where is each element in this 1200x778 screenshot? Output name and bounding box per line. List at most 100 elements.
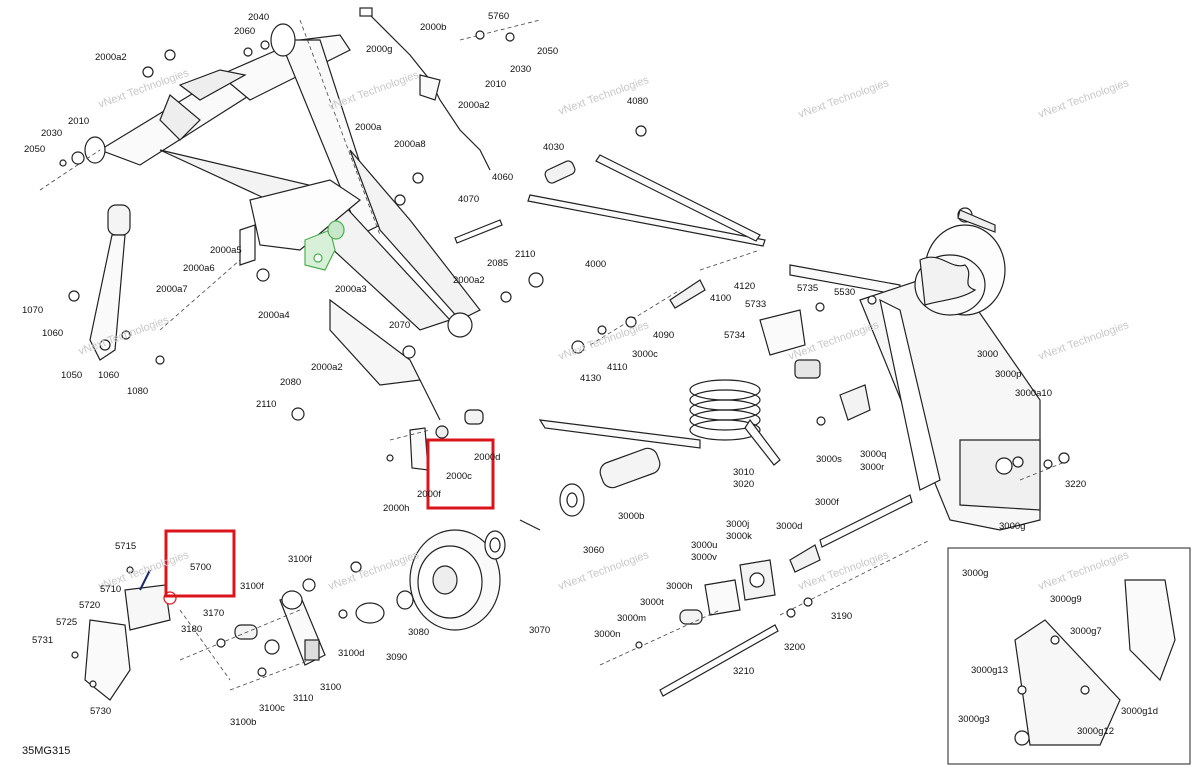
- part-label-1050: 1050: [61, 370, 82, 381]
- part-label-3000v: 3000v: [691, 552, 717, 563]
- part-label-2000a8: 2000a8: [394, 139, 426, 150]
- part-label-5735: 5735: [797, 283, 818, 294]
- part-label-2070: 2070: [389, 320, 410, 331]
- part-label-3000g1d: 3000g1d: [1121, 706, 1158, 717]
- highlight-box-2000c: [426, 438, 495, 510]
- sensor-2000c: [409, 379, 484, 471]
- highlight-box-5700: [164, 529, 236, 598]
- part-label-2000f: 2000f: [417, 489, 441, 500]
- watermark: vNext Technologies: [1037, 319, 1131, 363]
- part-label-3000: 3000: [977, 349, 998, 360]
- part-label-2050: 2050: [537, 46, 558, 57]
- part-label-4120: 4120: [734, 281, 755, 292]
- part-label-2000d: 2000d: [474, 452, 500, 463]
- watermark: vNext Technologies: [327, 549, 421, 593]
- part-label-5720: 5720: [79, 600, 100, 611]
- part-label-4090: 4090: [653, 330, 674, 341]
- part-label-2110: 2110: [515, 249, 535, 260]
- part-label-3000k: 3000k: [726, 531, 752, 542]
- part-label-3000g7: 3000g7: [1070, 626, 1102, 637]
- bracket-5700: [84, 569, 177, 701]
- part-label-3010: 3010: [733, 467, 754, 478]
- part-label-3100d: 3100d: [338, 648, 364, 659]
- part-label-2000a2: 2000a2: [458, 100, 490, 111]
- part-label-5530: 5530: [834, 287, 855, 298]
- part-label-2080: 2080: [280, 377, 301, 388]
- part-label-2050: 2050: [24, 144, 45, 155]
- part-label-5730: 5730: [90, 706, 111, 717]
- part-label-3000m: 3000m: [617, 613, 646, 624]
- part-label-2000b: 2000b: [420, 22, 446, 33]
- part-label-1070: 1070: [22, 305, 43, 316]
- a-frame-arm: [84, 23, 481, 386]
- watermark: vNext Technologies: [797, 77, 891, 121]
- tube-part-3000b: [559, 447, 661, 517]
- part-label-3180: 3180: [181, 624, 202, 635]
- part-label-4070: 4070: [458, 194, 479, 205]
- lower-arm-3100: [234, 590, 414, 666]
- watermark: vNext Technologies: [1037, 77, 1131, 121]
- part-label-3070: 3070: [529, 625, 550, 636]
- part-label-2040: 2040: [248, 12, 269, 23]
- part-label-5725: 5725: [56, 617, 77, 628]
- part-label-2000a6: 2000a6: [183, 263, 215, 274]
- part-label-1060: 1060: [98, 370, 119, 381]
- part-label-3000g9: 3000g9: [1050, 594, 1082, 605]
- part-label-3220: 3220: [1065, 479, 1086, 490]
- part-label-3080: 3080: [408, 627, 429, 638]
- part-label-3110: 3110: [293, 693, 313, 704]
- part-label-5734: 5734: [724, 330, 745, 341]
- green-bracket-part: [304, 220, 345, 271]
- part-label-3100f: 3100f: [288, 554, 312, 565]
- part-label-3190: 3190: [831, 611, 852, 622]
- part-label-4000: 4000: [585, 259, 606, 270]
- part-label-5715: 5715: [115, 541, 136, 552]
- diagram-code: 35MG315: [22, 745, 70, 757]
- part-label-3000t: 3000t: [640, 597, 664, 608]
- part-label-3100f: 3100f: [240, 581, 264, 592]
- part-label-3170: 3170: [203, 608, 224, 619]
- part-label-2085: 2085: [487, 258, 508, 269]
- part-label-1080: 1080: [127, 386, 148, 397]
- part-label-3000q: 3000q: [860, 449, 886, 460]
- part-label-2030: 2030: [510, 64, 531, 75]
- part-label-2000h: 2000h: [383, 503, 409, 514]
- part-label-3000r: 3000r: [860, 462, 884, 473]
- rod-parts: [454, 154, 766, 309]
- part-label-3000g12: 3000g12: [1077, 726, 1114, 737]
- part-label-3000p: 3000p: [995, 369, 1021, 380]
- part-label-3000g3: 3000g3: [958, 714, 990, 725]
- highlight-boxes: [164, 438, 495, 598]
- lever-part: [89, 204, 131, 361]
- part-label-4080: 4080: [627, 96, 648, 107]
- part-label-4060: 4060: [492, 172, 513, 183]
- part-label-2010: 2010: [68, 116, 89, 127]
- part-label-3000c: 3000c: [632, 349, 658, 360]
- part-label-5733: 5733: [745, 299, 766, 310]
- part-label-2000a5: 2000a5: [210, 245, 242, 256]
- suspension-frame: [789, 207, 1041, 531]
- inset-detail-3000g: [947, 547, 1191, 765]
- part-label-3060: 3060: [583, 545, 604, 556]
- part-label-2000a2: 2000a2: [311, 362, 343, 373]
- part-label-3000a10: 3000a10: [1015, 388, 1052, 399]
- part-label-2000g: 2000g: [366, 44, 392, 55]
- coil-spring-part: [538, 379, 781, 466]
- part-label-3000s: 3000s: [816, 454, 842, 465]
- part-label-3090: 3090: [386, 652, 407, 663]
- part-labels: 204020602000a22030201020502000b2000g5760…: [22, 11, 1158, 737]
- inset-title: 3000g: [962, 568, 988, 579]
- shaft-part-3000f: [659, 494, 913, 697]
- part-label-3000u: 3000u: [691, 540, 717, 551]
- part-label-3000h: 3000h: [666, 581, 692, 592]
- part-label-4130: 4130: [580, 373, 601, 384]
- part-label-3210: 3210: [733, 666, 754, 677]
- fasteners: [59, 30, 1070, 688]
- part-label-5731: 5731: [32, 635, 53, 646]
- part-label-2010: 2010: [485, 79, 506, 90]
- part-label-2000a4: 2000a4: [258, 310, 290, 321]
- sensor-cable: [359, 7, 491, 171]
- part-label-2060: 2060: [234, 26, 255, 37]
- block-part-3000j: [679, 559, 776, 625]
